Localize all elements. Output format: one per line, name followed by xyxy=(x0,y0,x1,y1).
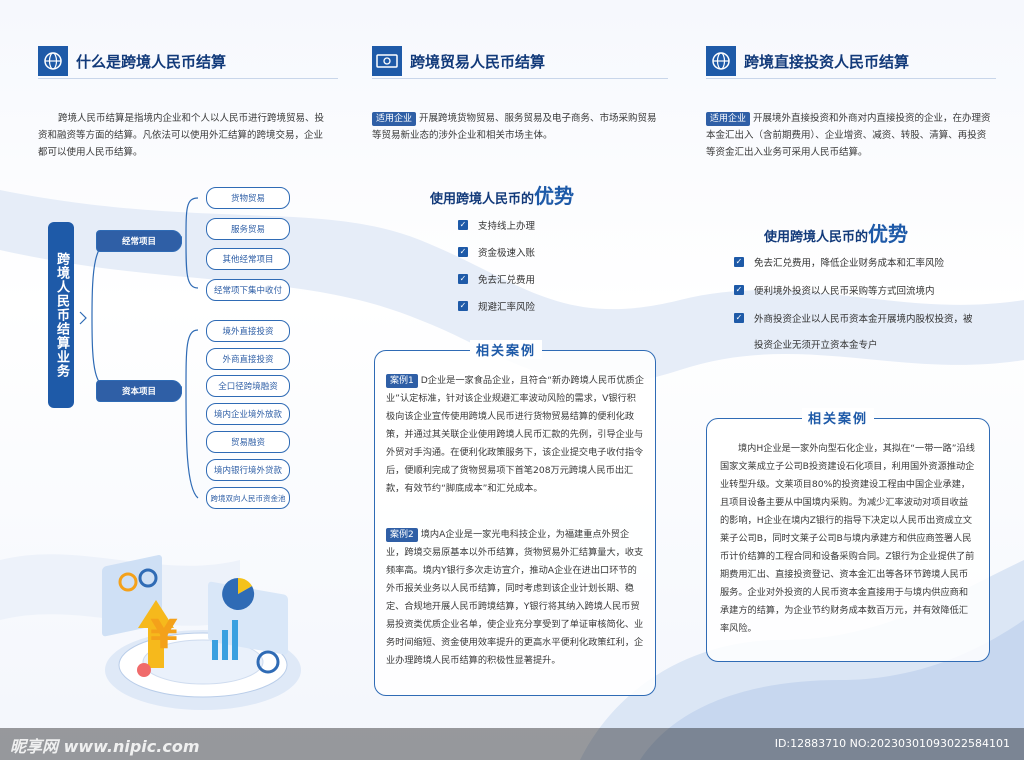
case-1-text: D企业是一家食品企业，且符合“新办跨境人民币优质企业”认定标准，针对该企业规避汇… xyxy=(386,375,644,494)
case-study-box xyxy=(706,418,990,662)
advantage-item: ✓ 资金极速入账 xyxy=(458,245,535,259)
advantage-text: 外商投资企业以人民币资本金开展境内股权投资，被 xyxy=(754,314,973,325)
check-icon: ✓ xyxy=(734,313,744,323)
divider xyxy=(372,78,668,79)
regular-item: 经常项下集中收付 xyxy=(206,279,290,301)
advantage-text: 规避汇率风险 xyxy=(478,302,536,313)
case-2-tag: 案例2 xyxy=(386,528,418,542)
case-study-title: 相关案例 xyxy=(470,340,543,359)
applicable-tag: 适用企业 xyxy=(372,112,417,126)
applicable-text: 开展跨境货物贸易、服务贸易及电子商务、市场采购贸易等贸易新业态的涉外企业和相关市… xyxy=(372,113,657,141)
check-icon: ✓ xyxy=(734,285,744,295)
regular-item: 货物贸易 xyxy=(206,187,290,209)
advantage-item: ✓ 便利境外投资以人民币采购等方式回流境内 xyxy=(734,283,935,297)
capital-item: 境外直接投资 xyxy=(206,320,290,342)
business-category-label: 跨境人民币结算业务 xyxy=(48,222,74,408)
globe-icon xyxy=(38,46,68,76)
capital-item: 境内银行境外贷款 xyxy=(206,459,290,481)
svg-text:¥: ¥ xyxy=(150,612,178,658)
advantages-title: 使用跨境人民币的优势 xyxy=(764,218,908,247)
advantages-title-text: 使用跨境人民币的 xyxy=(764,230,869,245)
applicable-text: 开展境外直接投资和外商对内直接投资的企业，在办理资本金汇出入（含前期费用）、企业… xyxy=(706,113,991,158)
capital-item: 跨境双向人民币资金池 xyxy=(206,487,290,509)
applicable-tag: 适用企业 xyxy=(706,112,751,126)
case-2-text: 境内A企业是一家光电科技企业，为福建重点外贸企业，跨境交易原基本以外币结算，货物… xyxy=(386,529,644,666)
watermark-bar: 昵享网 www.nipic.com ID:12883710 NO:2023030… xyxy=(0,728,1024,760)
capital-item: 贸易融资 xyxy=(206,431,290,453)
image-id-label: ID:12883710 NO:20230301093022584101 xyxy=(774,737,1010,750)
advantage-item: ✓ 外商投资企业以人民币资本金开展境内股权投资，被 xyxy=(734,311,973,325)
case-text: 境内H企业是一家外向型石化企业，其拟在“一带一路”沿线国家文莱成立子公司B投资建… xyxy=(720,443,975,634)
case-study-title: 相关案例 xyxy=(802,408,875,427)
regular-item: 服务贸易 xyxy=(206,218,290,240)
section-header-what-is: 什么是跨境人民币结算 xyxy=(38,46,226,76)
section-header-trade: 跨境贸易人民币结算 xyxy=(372,46,545,76)
section-title: 跨境直接投资人民币结算 xyxy=(744,52,910,71)
advantage-text: 免去汇兑费用，降低企业财务成本和汇率风险 xyxy=(754,258,945,269)
advantage-text: 资金极速入账 xyxy=(478,248,536,259)
advantage-text: 便利境外投资以人民币采购等方式回流境内 xyxy=(754,286,935,297)
advantage-item: ✓ 免去汇兑费用 xyxy=(458,272,535,286)
check-icon: ✓ xyxy=(458,247,468,257)
regular-item: 其他经常项目 xyxy=(206,248,290,270)
section-header-investment: 跨境直接投资人民币结算 xyxy=(706,46,909,76)
section-title: 什么是跨境人民币结算 xyxy=(76,52,227,71)
divider xyxy=(38,78,338,79)
section-title: 跨境贸易人民币结算 xyxy=(410,52,546,71)
money-icon xyxy=(372,46,402,76)
case-1-tag: 案例1 xyxy=(386,374,418,388)
advantage-item: ✓ 支持线上办理 xyxy=(458,218,535,232)
capital-item: 境内企业境外放款 xyxy=(206,403,290,425)
capital-items-branch: 资本项目 xyxy=(96,380,182,402)
intro-paragraph: 跨境人民币结算是指境内企业和个人以人民币进行跨境贸易、投资和融资等方面的结算。凡… xyxy=(38,113,325,158)
finance-illustration: ¥ xyxy=(102,555,301,710)
applicable-enterprises: 适用企业开展跨境货物贸易、服务贸易及电子商务、市场采购贸易等贸易新业态的涉外企业… xyxy=(372,110,662,144)
advantage-item: ✓ 免去汇兑费用，降低企业财务成本和汇率风险 xyxy=(734,255,944,269)
capital-item: 外商直接投资 xyxy=(206,348,290,370)
capital-item: 全口径跨境融资 xyxy=(206,375,290,397)
advantages-title: 使用跨境人民币的优势 xyxy=(430,180,574,209)
advantages-emphasis: 优势 xyxy=(868,222,909,246)
advantages-title-text: 使用跨境人民币的 xyxy=(430,192,535,207)
advantage-text: 免去汇兑费用 xyxy=(478,275,536,286)
advantage-continuation: 投资企业无须开立资本金专户 xyxy=(754,340,878,351)
advantage-text: 支持线上办理 xyxy=(478,221,536,232)
advantage-item: ✓ 规避汇率风险 xyxy=(458,299,535,313)
divider xyxy=(706,78,996,79)
case-study-box xyxy=(374,350,656,696)
regular-items-branch: 经常项目 xyxy=(96,230,182,252)
globe-icon xyxy=(706,46,736,76)
applicable-enterprises: 适用企业开展境外直接投资和外商对内直接投资的企业，在办理资本金汇出入（含前期费用… xyxy=(706,110,994,161)
watermark-logo: 昵享网 www.nipic.com xyxy=(10,737,200,756)
check-icon: ✓ xyxy=(734,257,744,267)
check-icon: ✓ xyxy=(458,274,468,284)
check-icon: ✓ xyxy=(458,220,468,230)
advantages-emphasis: 优势 xyxy=(534,184,575,208)
check-icon: ✓ xyxy=(458,301,468,311)
